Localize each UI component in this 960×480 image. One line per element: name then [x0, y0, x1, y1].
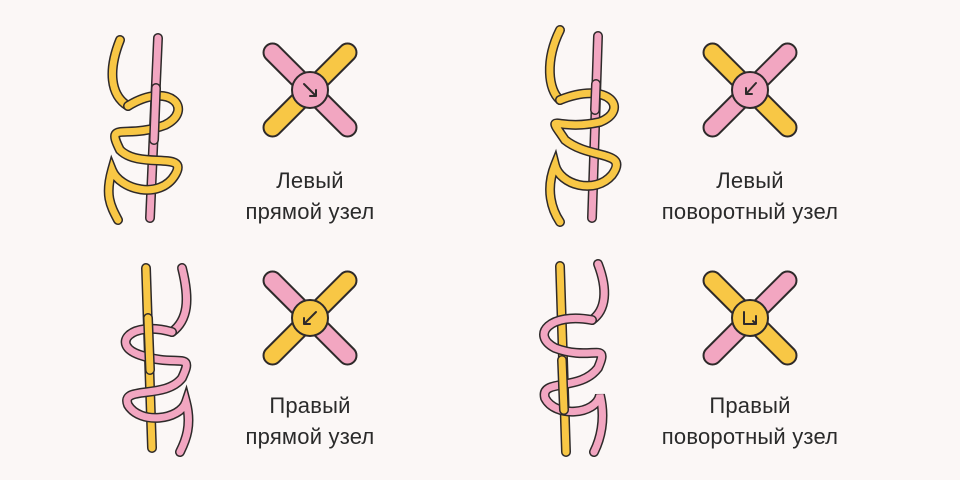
right-square-knot-label: Правый прямой узел — [190, 390, 430, 452]
left-turning-knot-subtitle: поворотный узел — [661, 199, 839, 224]
left-turning-cross-icon — [702, 42, 798, 138]
right-turning-knot-cord — [539, 259, 610, 457]
left-square-cross-icon — [262, 42, 358, 138]
left-turning-knot-title: Левый — [716, 168, 784, 193]
right-turning-knot-subtitle: поворотный узел — [661, 424, 839, 449]
right-turning-knot-title: Правый — [709, 393, 791, 418]
right-square-knot-subtitle: прямой узел — [245, 424, 375, 449]
right-square-knot-title: Правый — [269, 393, 351, 418]
left-square-knot-title: Левый — [276, 168, 344, 193]
left-square-knot-cord — [103, 33, 184, 225]
right-square-knot-cord — [120, 263, 194, 457]
left-turning-knot-label: Левый поворотный узел — [630, 165, 870, 227]
right-turning-cross-icon — [702, 270, 798, 366]
left-square-knot-label: Левый прямой узел — [190, 165, 430, 227]
right-turning-knot-label: Правый поворотный узел — [630, 390, 870, 452]
left-turning-knot-cord — [544, 25, 622, 227]
left-square-knot-subtitle: прямой узел — [245, 199, 375, 224]
right-square-cross-icon — [262, 270, 358, 366]
